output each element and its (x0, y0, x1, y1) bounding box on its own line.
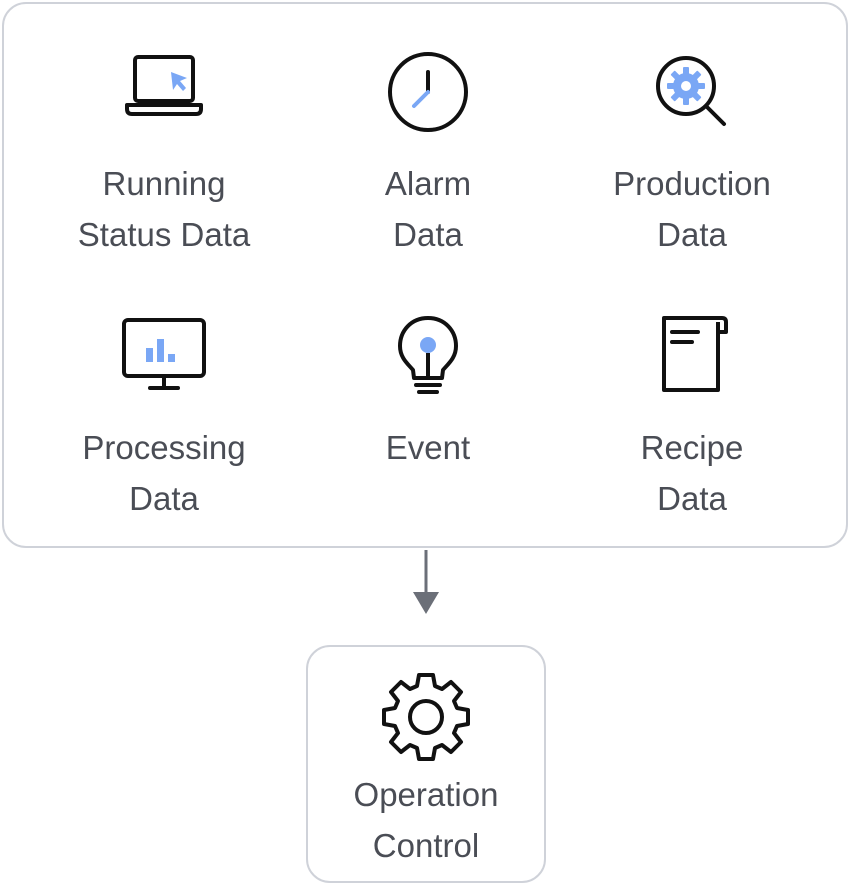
recipe-data-label-1: Recipe (640, 429, 744, 466)
processing-data-label-1: Processing (82, 429, 246, 466)
clock-icon (388, 52, 468, 132)
recipe-data-label-2: Data (657, 480, 727, 517)
production-data-label-2: Data (657, 216, 727, 253)
recipe-data-item: Recipe Data (562, 312, 822, 524)
processing-data-label-2: Data (129, 480, 199, 517)
operation-control-box: Operation Control (306, 645, 546, 883)
operation-control-label-2: Control (372, 827, 480, 864)
monitor-chart-icon (122, 318, 206, 390)
running-status-data-label-1: Running (102, 165, 226, 202)
event-item: Event (298, 312, 558, 473)
alarm-data-label-2: Data (393, 216, 463, 253)
gear-icon (382, 673, 470, 761)
alarm-data-item: Alarm Data (298, 48, 558, 260)
processing-data-item: Processing Data (34, 312, 294, 524)
event-label: Event (385, 429, 471, 466)
production-data-label-1: Production (613, 165, 771, 202)
production-data-item: Production Data (562, 48, 822, 260)
running-status-data-item: Running Status Data (34, 48, 294, 260)
operation-control-label-1: Operation (353, 776, 499, 813)
document-scroll-icon (662, 316, 728, 392)
data-sources-panel: Running Status Data Alarm Data (2, 2, 848, 548)
laptop-cursor-icon (125, 55, 203, 116)
magnifier-gear-icon (656, 56, 726, 126)
lightbulb-icon (398, 316, 458, 394)
running-status-data-label-2: Status Data (77, 216, 251, 253)
flow-arrow (413, 550, 439, 614)
alarm-data-label-1: Alarm (384, 165, 472, 202)
